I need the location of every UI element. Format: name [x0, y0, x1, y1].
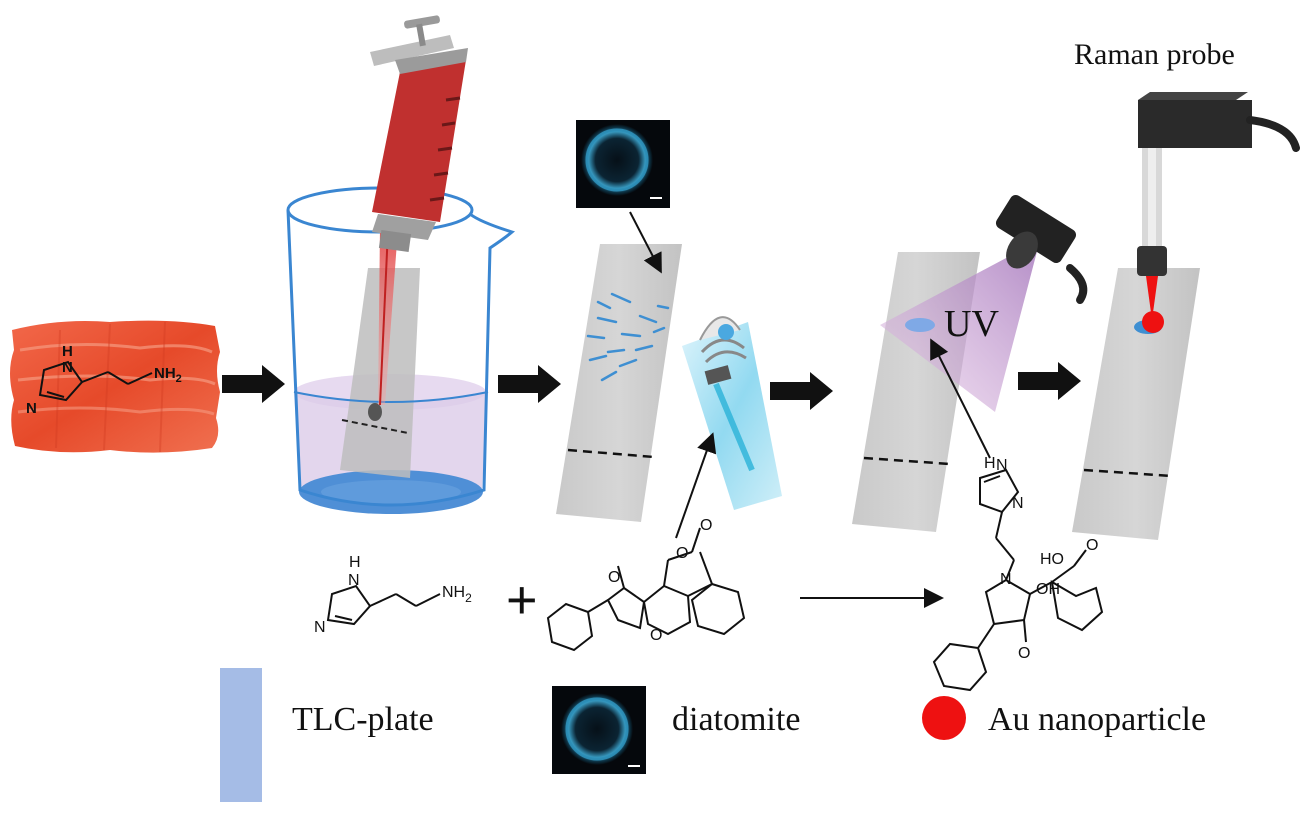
fish-sample	[10, 320, 220, 453]
au-nanoparticle-on-plate	[1142, 311, 1164, 333]
spray-droplets	[586, 292, 670, 382]
arrow-right-icon	[1018, 362, 1081, 400]
his-atom-n1: N	[348, 572, 360, 589]
flu-atom-o3: O	[700, 517, 712, 534]
prod-atom-h: H	[984, 455, 996, 472]
inset-to-plate-arrow	[629, 211, 662, 274]
legend-au-swatch	[922, 696, 966, 740]
his-atom-n2: N	[314, 619, 326, 636]
uv-lamp-icon	[880, 195, 1088, 412]
tlc-plate-4	[1072, 268, 1200, 540]
flu-atom-o2: O	[676, 545, 688, 562]
legend-tlc-plate-swatch	[220, 668, 262, 802]
reagent-to-spray-arrow	[675, 432, 717, 539]
prod-atom-o2: O	[1018, 645, 1030, 662]
prod-atom-n3: N	[1000, 571, 1012, 588]
product-to-spot-arrow	[930, 338, 991, 459]
prod-atom-n1: N	[996, 457, 1008, 474]
sample-spot-fluorescent	[905, 318, 935, 332]
raman-probe-icon	[1137, 92, 1300, 320]
fish-atom-h: H	[62, 343, 73, 360]
legend-diatomite-label: diatomite	[672, 701, 800, 738]
uv-label: UV	[944, 303, 999, 345]
legend-au-label: Au nanoparticle	[988, 701, 1206, 738]
his-atom-h: H	[349, 554, 361, 571]
fish-atom-nh2: NH2	[154, 365, 182, 385]
legend-tlc-plate-label: TLC-plate	[292, 701, 434, 738]
prod-atom-ho: HO	[1040, 551, 1064, 568]
fish-atom-n1: N	[62, 359, 73, 376]
arrow-right-icon	[222, 365, 285, 403]
prod-atom-n2: N	[1012, 495, 1024, 512]
legend-diatomite-swatch	[552, 686, 646, 774]
histamine-structure	[326, 584, 441, 626]
diatomite-inset	[576, 120, 670, 208]
flu-atom-o1: O	[608, 569, 620, 586]
raman-probe-label: Raman probe	[1074, 38, 1235, 71]
his-atom-nh2: NH2	[442, 584, 472, 605]
histamine-on-fish	[38, 360, 153, 402]
plus-sign: +	[506, 570, 538, 630]
fish-atom-n2: N	[26, 400, 37, 417]
prod-atom-oh: OH	[1036, 581, 1060, 598]
tlc-plate-2	[556, 244, 682, 522]
fluorescamine-structure	[546, 527, 746, 652]
spray-bottle-icon	[682, 316, 782, 510]
arrow-right-icon	[770, 372, 833, 410]
prod-atom-o1: O	[1086, 537, 1098, 554]
flu-atom-o4: O	[650, 627, 662, 644]
arrow-right-icon	[498, 365, 561, 403]
product-structure	[932, 468, 1104, 692]
syringe-icon	[370, 15, 468, 406]
